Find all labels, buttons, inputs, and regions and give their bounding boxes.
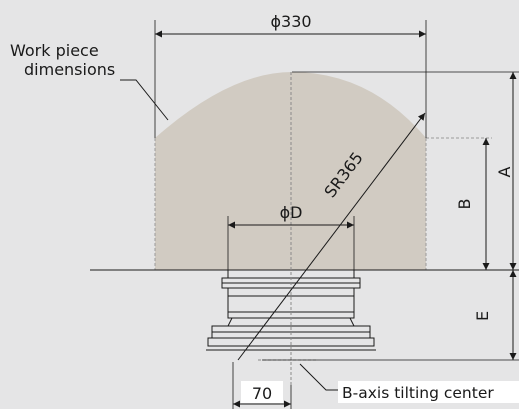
dim-b-label: B bbox=[455, 199, 474, 210]
b-axis-label-box bbox=[338, 381, 519, 403]
b-axis-label: B-axis tilting center bbox=[342, 384, 494, 402]
diameter-d-label: ϕD bbox=[280, 203, 303, 222]
diameter-top-label: ϕ330 bbox=[270, 12, 311, 31]
radius-line bbox=[237, 112, 426, 361]
offset-label: 70 bbox=[252, 384, 272, 403]
work-piece-label-line2: dimensions bbox=[24, 60, 115, 79]
dim-a-label: A bbox=[495, 166, 514, 177]
dim-e-label: E bbox=[473, 311, 492, 321]
work-piece-leader bbox=[120, 79, 169, 121]
work-piece-label-line1: Work piece bbox=[10, 41, 99, 60]
b-axis-leader bbox=[299, 363, 338, 391]
work-piece-envelope bbox=[155, 72, 426, 270]
offset-label-box bbox=[241, 381, 283, 403]
